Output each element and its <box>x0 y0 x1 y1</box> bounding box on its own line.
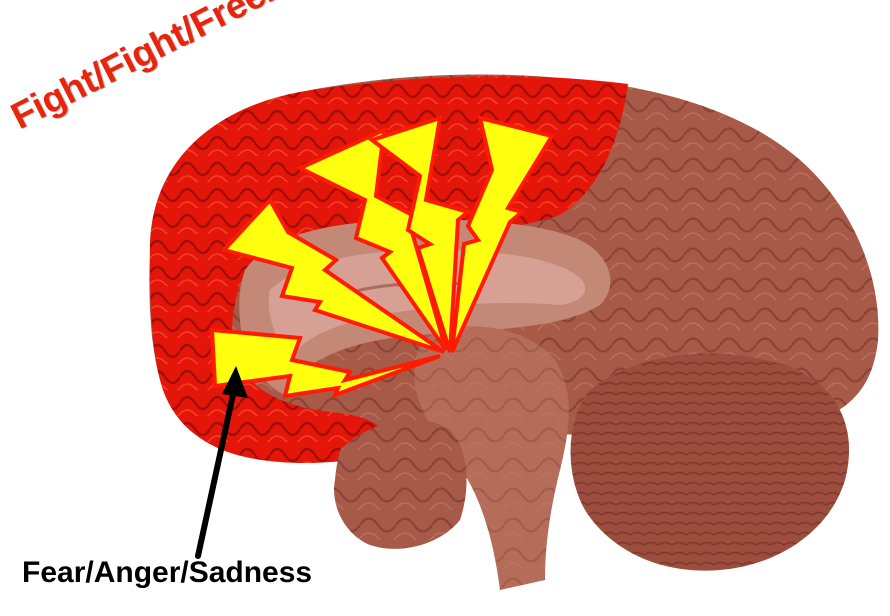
temporal-lobe <box>334 420 467 549</box>
cerebellum <box>571 354 849 571</box>
emotion-label: Fear/Anger/Sadness <box>22 556 312 590</box>
